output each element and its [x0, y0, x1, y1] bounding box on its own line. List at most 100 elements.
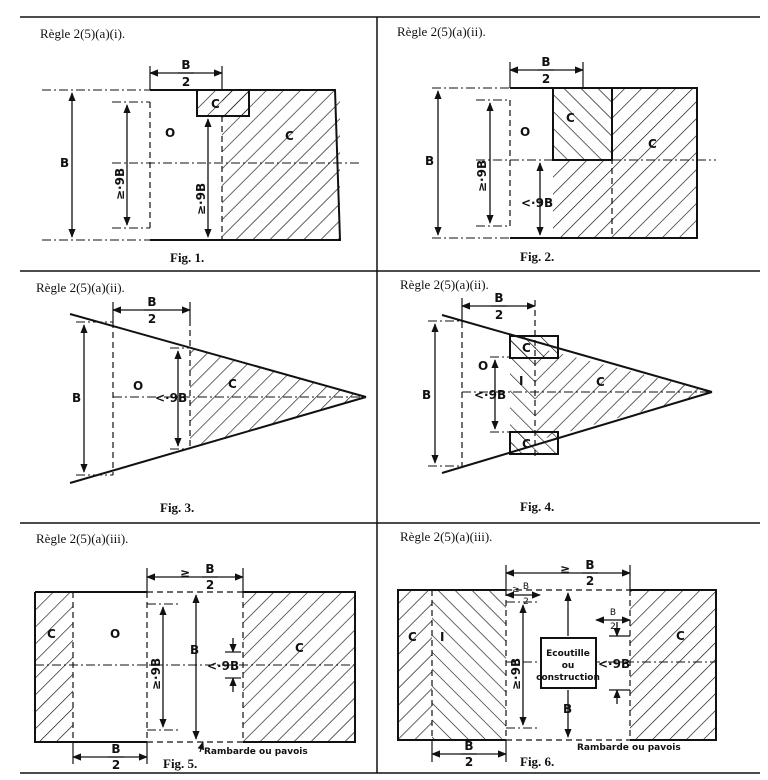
- ge-symbol: ≥: [180, 566, 190, 580]
- deck-edge-top: [441, 314, 713, 393]
- ge-symbol: ≥: [560, 562, 570, 576]
- label-ge-09B: ≥·9B: [149, 658, 163, 690]
- label-B: B: [190, 643, 199, 657]
- half-den: 2: [495, 308, 503, 322]
- figure-6: Règle 2(5)(a)(iii). Ecoutille ou constru…: [397, 529, 717, 769]
- deck-outline: [34, 591, 356, 743]
- label-O: O: [110, 627, 120, 641]
- label-ge-09B-a: ≥·9B: [113, 168, 127, 200]
- label-C: C: [596, 375, 605, 389]
- figure-2: Règle 2(5)(a)(ii). B 2 B ≥·9B <·9B O C C…: [397, 24, 716, 264]
- label-B: B: [72, 391, 81, 405]
- cargo-space-c-right: [243, 592, 355, 742]
- label-I: I: [440, 630, 444, 644]
- intermediate-space-i: [510, 339, 535, 447]
- half-num-bottom: B: [111, 742, 120, 756]
- label-ge-09B: ≥·9B: [475, 160, 489, 192]
- label-lt-09B: <·9B: [474, 388, 506, 402]
- figure-caption-2: Fig. 2.: [520, 249, 554, 264]
- half-num: B: [147, 295, 156, 309]
- label-C-right: C: [295, 641, 304, 655]
- label-ecoutille: Ecoutille: [546, 649, 590, 659]
- label-B: B: [60, 156, 69, 170]
- label-B: B: [422, 388, 431, 402]
- intermediate-space-i: [432, 590, 506, 740]
- half-den: 2: [148, 312, 156, 326]
- deck-outline: [510, 87, 698, 239]
- cargo-space-c-lower: [553, 160, 612, 238]
- figure-caption-4: Fig. 4.: [520, 499, 554, 514]
- cargo-c-upper: [509, 335, 559, 359]
- half-num: B: [181, 58, 190, 72]
- rule-title-fig3: Règle 2(5)(a)(ii).: [36, 280, 125, 295]
- half-num-bottom: B: [464, 739, 473, 753]
- label-ge-09B: ≥·9B: [509, 658, 523, 690]
- cargo-space-c: [190, 348, 366, 449]
- label-C: C: [285, 129, 294, 143]
- hatch-or-structure-box: [540, 637, 597, 689]
- label-lt-09B: <·9B: [207, 659, 239, 673]
- label-I: I: [519, 374, 523, 388]
- label-C-small: C: [211, 97, 220, 111]
- cargo-space-c-right: [630, 590, 716, 740]
- label-lt-09B: <·9B: [598, 657, 630, 671]
- rule-title-fig2: Règle 2(5)(a)(ii).: [397, 24, 486, 39]
- rule-title-fig1: Règle 2(5)(a)(i).: [40, 26, 125, 41]
- panel-grid: [20, 16, 760, 774]
- small-cargo-c: [196, 89, 250, 117]
- half-den: 2: [586, 574, 594, 588]
- cargo-space-c-inner: [552, 87, 613, 161]
- label-C: C: [228, 377, 237, 391]
- label-O: O: [133, 379, 143, 393]
- figure-5: Règle 2(5)(a)(iii). ≥ B 2 B 2 ≥·9B B <·9…: [34, 531, 356, 772]
- half-den: 2: [182, 75, 190, 89]
- label-ecoutille-ou: ou: [562, 661, 575, 671]
- figure-caption-3: Fig. 3.: [160, 500, 194, 515]
- half-den-bottom: 2: [112, 758, 120, 772]
- rule-title-fig6: Règle 2(5)(a)(iii).: [400, 529, 492, 544]
- label-rambarde: Rambarde ou pavois: [204, 747, 308, 757]
- deck-outline: [150, 89, 342, 241]
- deck-edge-top: [69, 313, 367, 398]
- rule-title-fig5: Règle 2(5)(a)(iii).: [36, 531, 128, 546]
- rule-title-fig4: Règle 2(5)(a)(ii).: [400, 277, 489, 292]
- deck-edge-bottom: [69, 396, 367, 484]
- half-num-right: B: [610, 608, 616, 618]
- ge-small-symbol: ≥: [512, 585, 520, 595]
- label-C-lower: C: [522, 437, 531, 451]
- label-B: B: [425, 154, 434, 168]
- half-den-right: 2: [610, 622, 616, 632]
- label-C-left: C: [47, 627, 56, 641]
- deck-outline: [397, 589, 717, 741]
- half-den-bottom: 2: [465, 755, 473, 769]
- label-lt-09B: <·9B: [521, 196, 553, 210]
- figure-1: Règle 2(5)(a)(i). B 2 B ≥·9B ≥·9B O C C …: [40, 26, 360, 265]
- label-lt-09B: <·9B: [155, 391, 187, 405]
- half-den-small: 2: [523, 597, 529, 607]
- label-O: O: [165, 126, 175, 140]
- figure-caption-1: Fig. 1.: [170, 250, 204, 265]
- figure-3: Règle 2(5)(a)(ii). B 2 B <·9B O C Fig. 3…: [36, 280, 367, 515]
- label-C: C: [648, 137, 657, 151]
- half-num: B: [205, 562, 214, 576]
- cargo-space-c-right: [612, 88, 697, 238]
- label-C-inner: C: [566, 111, 575, 125]
- half-den: 2: [206, 578, 214, 592]
- label-ge-09B-b: ≥·9B: [194, 183, 208, 215]
- cargo-space-c: [535, 347, 712, 441]
- half-num: B: [494, 291, 503, 305]
- label-O: O: [478, 359, 488, 373]
- label-C-upper: C: [522, 341, 531, 355]
- half-num: B: [541, 55, 550, 69]
- figure-caption-5: Fig. 5.: [163, 756, 197, 771]
- half-num-small: B: [523, 582, 529, 592]
- label-B: B: [563, 702, 572, 716]
- cargo-space-c-left: [35, 592, 73, 742]
- cargo-space-c-left: [398, 590, 432, 740]
- label-C-left: C: [408, 630, 417, 644]
- label-rambarde: Rambarde ou pavois: [577, 743, 681, 753]
- deck-edge-bottom: [441, 391, 713, 474]
- label-construction: construction: [536, 673, 600, 683]
- half-num: B: [585, 558, 594, 572]
